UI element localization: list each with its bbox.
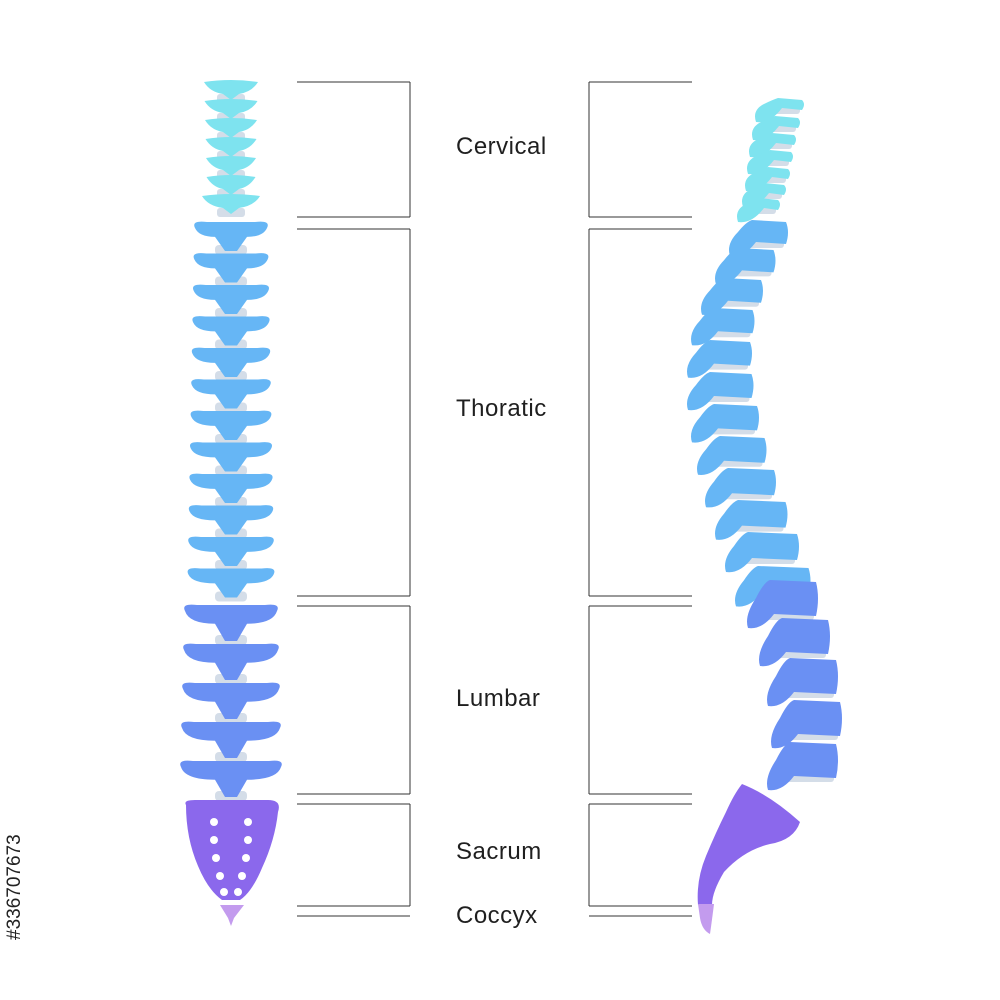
cervical-vertebra-side <box>752 116 800 141</box>
label-sacrum: Sacrum <box>456 838 542 865</box>
thoracic-vertebra <box>193 284 269 314</box>
thoracic-vertebra-side <box>691 308 755 346</box>
label-cervical: Cervical <box>456 133 547 160</box>
thoracic-vertebra-side <box>691 404 759 443</box>
lumbar-vertebra <box>181 721 281 758</box>
thoracic-vertebra <box>188 505 274 535</box>
lumbar-vertebra-side <box>747 580 818 629</box>
thoracic-vertebra <box>192 316 270 346</box>
thoracic-vertebra-side <box>701 278 763 316</box>
cervical-vertebra <box>204 99 258 119</box>
cervical-vertebra <box>202 194 260 214</box>
coccyx-bone <box>220 905 244 926</box>
thoracic-vertebra-side <box>715 500 788 540</box>
spine-side-view <box>687 98 842 934</box>
thoracic-vertebra-side <box>715 248 776 285</box>
cervical-vertebra-side <box>737 198 780 223</box>
stock-image-id: #336707673 <box>4 834 25 940</box>
thoracic-vertebra <box>188 536 274 566</box>
thoracic-vertebra-side <box>697 436 767 476</box>
thoracic-vertebra <box>193 253 269 283</box>
thoracic-vertebra-side <box>729 220 788 257</box>
cervical-vertebra <box>204 80 258 100</box>
lumbar-vertebra-side <box>767 742 838 791</box>
thoracic-vertebra-side <box>705 468 776 508</box>
label-coccyx: Coccyx <box>456 902 538 929</box>
label-lumbar: Lumbar <box>456 685 541 712</box>
spine-front-view <box>180 80 282 926</box>
lumbar-vertebra <box>183 643 279 680</box>
thoracic-vertebra <box>190 410 272 440</box>
lumbar-vertebra-side <box>767 658 838 707</box>
sacral-foramen <box>220 888 228 896</box>
sacral-foramen <box>238 872 246 880</box>
thoracic-vertebra <box>191 379 271 409</box>
lumbar-vertebra-side <box>759 618 830 667</box>
cervical-vertebra <box>206 156 256 176</box>
lumbar-vertebra-side <box>771 700 842 749</box>
sacral-foramen <box>212 854 220 862</box>
thoracic-vertebra-side <box>687 372 754 411</box>
cervical-vertebra <box>205 118 257 138</box>
cervical-vertebra <box>206 175 256 195</box>
thoracic-vertebra <box>189 473 273 503</box>
label-thoracic: Thoratic <box>456 395 547 422</box>
thoracic-vertebra-side <box>725 532 799 573</box>
cervical-vertebra-side <box>755 98 804 123</box>
sacral-foramen <box>242 854 250 862</box>
cervical-vertebra <box>205 137 257 157</box>
lumbar-vertebra <box>180 760 282 797</box>
lumbar-vertebra <box>182 682 280 719</box>
coccyx-bone-side <box>698 904 714 934</box>
sacral-foramen <box>210 836 218 844</box>
cervical-vertebra-side <box>745 167 790 192</box>
thoracic-vertebra <box>194 221 268 251</box>
sacral-foramen <box>244 836 252 844</box>
thoracic-vertebra-side <box>687 340 752 378</box>
sacral-foramen <box>234 888 242 896</box>
sacrum-bone-side <box>697 784 800 905</box>
thoracic-vertebra <box>191 347 271 377</box>
thoracic-vertebra <box>190 442 272 472</box>
sacrum-bone <box>185 800 279 900</box>
sacral-foramen <box>216 872 224 880</box>
thoracic-vertebra <box>187 568 275 598</box>
lumbar-vertebra <box>184 604 278 641</box>
cervical-vertebra-side <box>747 150 793 175</box>
sacral-foramen <box>210 818 218 826</box>
region-brackets <box>297 81 692 917</box>
cervical-vertebra-side <box>749 133 796 158</box>
sacral-foramen <box>244 818 252 826</box>
